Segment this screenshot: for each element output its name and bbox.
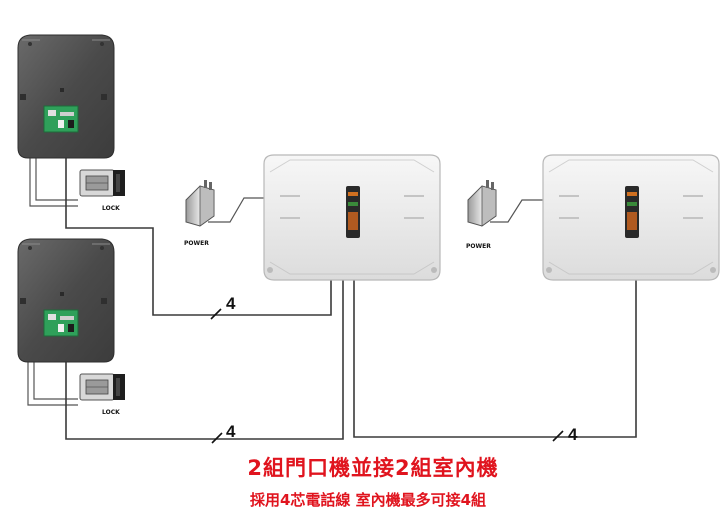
lock-icon: [79, 169, 125, 197]
power-adapter-icon: [185, 180, 215, 227]
door-station-icon: [17, 34, 115, 159]
power-label-2: POWER: [466, 243, 491, 250]
power-adapter-icon: [467, 180, 497, 227]
lock-icon: [79, 373, 125, 401]
wire-count-label-2: 4: [226, 422, 236, 441]
power-label-1: POWER: [184, 240, 209, 247]
wires: [27, 156, 637, 444]
caption-sub: 採用4芯電話線 室內機最多可接4組: [249, 491, 487, 509]
wire-monitor1-monitor2: [353, 280, 637, 438]
wire-door2-lock2: [27, 362, 78, 406]
indoor-monitor-icon: [263, 154, 441, 281]
wire-door1-monitor1: [65, 156, 332, 316]
door-station-icon: [17, 238, 115, 363]
wire-count-label-3: 4: [568, 425, 578, 444]
wire-count-mark-3: [552, 430, 564, 442]
wire-count-label-1: 4: [226, 294, 236, 313]
wire-door2-lock2-b: [33, 362, 78, 400]
wire-power1-monitor1: [208, 197, 266, 223]
wire-power2-monitor2: [490, 199, 545, 223]
wire-count-mark-2: [211, 432, 223, 444]
wire-door1-lock1-b: [35, 156, 78, 201]
lock-label-2: LOCK: [102, 409, 120, 416]
lock-label-1: LOCK: [102, 205, 120, 212]
wire-door2-monitor1: [65, 280, 344, 440]
wire-count-mark-1: [210, 308, 222, 320]
indoor-monitor-icon: [542, 154, 720, 281]
caption-main: 2組門口機並接2組室內機: [247, 456, 499, 480]
wire-door1-lock1: [29, 156, 78, 207]
